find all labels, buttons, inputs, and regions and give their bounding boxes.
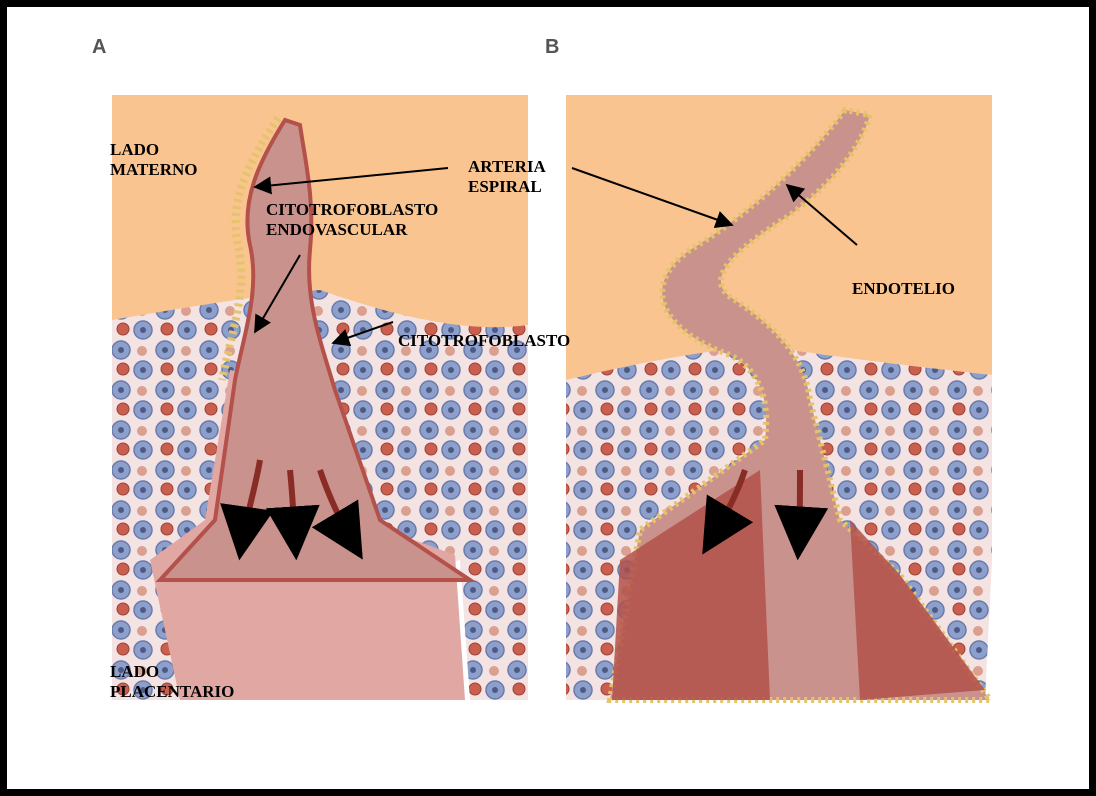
label-lado-materno-line2: MATERNO	[110, 160, 198, 180]
panel-b-illustration	[566, 95, 992, 700]
panel-letter-a: A	[92, 36, 106, 59]
label-citotrofoblasto-endovascular-line2: ENDOVASCULAR	[266, 220, 438, 240]
flow-arrow-b2	[798, 470, 800, 555]
label-endotelio: ENDOTELIO	[852, 279, 955, 299]
label-citotrofoblasto-endovascular: CITOTROFOBLASTO ENDOVASCULAR	[266, 200, 438, 240]
label-citotrofoblasto: CITOTROFOBLASTO	[398, 331, 570, 351]
label-lado-placentario-line1: LADO	[110, 662, 234, 682]
panel-letter-b: B	[545, 36, 559, 59]
label-lado-materno-line1: LADO	[110, 140, 198, 160]
panel-a-illustration	[112, 95, 528, 700]
label-citotrofoblasto-endovascular-line1: CITOTROFOBLASTO	[266, 200, 438, 220]
label-arteria-espiral-line2: ESPIRAL	[468, 177, 546, 197]
label-arteria-espiral-line1: ARTERIA	[468, 157, 546, 177]
label-lado-placentario: LADO PLACENTARIO	[110, 662, 234, 702]
label-arteria-espiral: ARTERIA ESPIRAL	[468, 157, 546, 197]
label-lado-placentario-line2: PLACENTARIO	[110, 682, 234, 702]
label-lado-materno: LADO MATERNO	[110, 140, 198, 180]
